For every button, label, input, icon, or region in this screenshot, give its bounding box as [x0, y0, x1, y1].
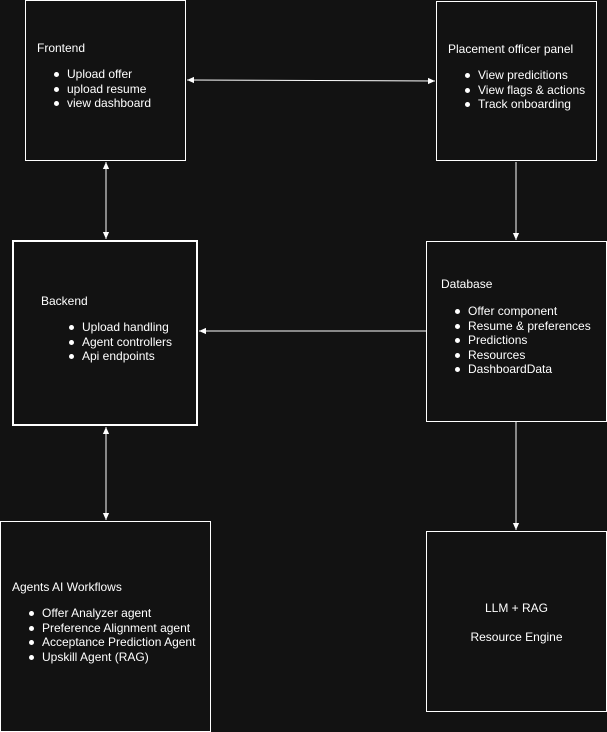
agents-ai-workflows-node[interactable]: Agents AI Workflows Offer Analyzer agent…: [0, 521, 211, 732]
list-item: View flags & actions: [464, 83, 585, 98]
llm-subtitle: Resource Engine: [470, 630, 563, 644]
list-item: Track onboarding: [464, 97, 585, 112]
list-item: View predicitions: [464, 68, 585, 83]
list-item: DashboardData: [454, 362, 591, 377]
frontend-list: Upload offer upload resume view dashboar…: [53, 67, 151, 111]
list-item: Offer component: [454, 304, 591, 319]
database-list: Offer component Resume & preferences Pre…: [454, 304, 591, 377]
list-item: Agent controllers: [68, 335, 172, 350]
frontend-placement-connector: [186, 76, 436, 85]
backend-title: Backend: [41, 294, 88, 308]
agents-title: Agents AI Workflows: [12, 580, 122, 594]
list-item: Upload handling: [68, 320, 172, 335]
list-item: Offer Analyzer agent: [28, 606, 195, 621]
database-node[interactable]: Database Offer component Resume & prefer…: [426, 241, 607, 422]
placement-title: Placement officer panel: [448, 42, 574, 56]
placement-officer-panel-node[interactable]: Placement officer panel View predicition…: [436, 1, 597, 161]
list-item: upload resume: [53, 82, 151, 97]
llm-title: LLM + RAG: [484, 601, 549, 615]
database-title: Database: [441, 277, 493, 291]
list-item: Preference Alignment agent: [28, 621, 195, 636]
list-item: Upskill Agent (RAG): [28, 650, 195, 665]
llm-rag-node[interactable]: LLM + RAG Resource Engine: [426, 531, 607, 712]
list-item: Api endpoints: [68, 349, 172, 364]
list-item: Resources: [454, 348, 591, 363]
list-item: Resume & preferences: [454, 319, 591, 334]
backend-list: Upload handling Agent controllers Api en…: [68, 320, 172, 364]
placement-list: View predicitions View flags & actions T…: [464, 68, 585, 112]
frontend-node[interactable]: Frontend Upload offer upload resume view…: [25, 0, 186, 161]
backend-node[interactable]: Backend Upload handling Agent controller…: [12, 240, 198, 426]
list-item: view dashboard: [53, 96, 151, 111]
list-item: Acceptance Prediction Agent: [28, 635, 195, 650]
frontend-title: Frontend: [37, 41, 86, 55]
agents-list: Offer Analyzer agent Preference Alignmen…: [28, 606, 195, 664]
list-item: Upload offer: [53, 67, 151, 82]
list-item: Predictions: [454, 333, 591, 348]
